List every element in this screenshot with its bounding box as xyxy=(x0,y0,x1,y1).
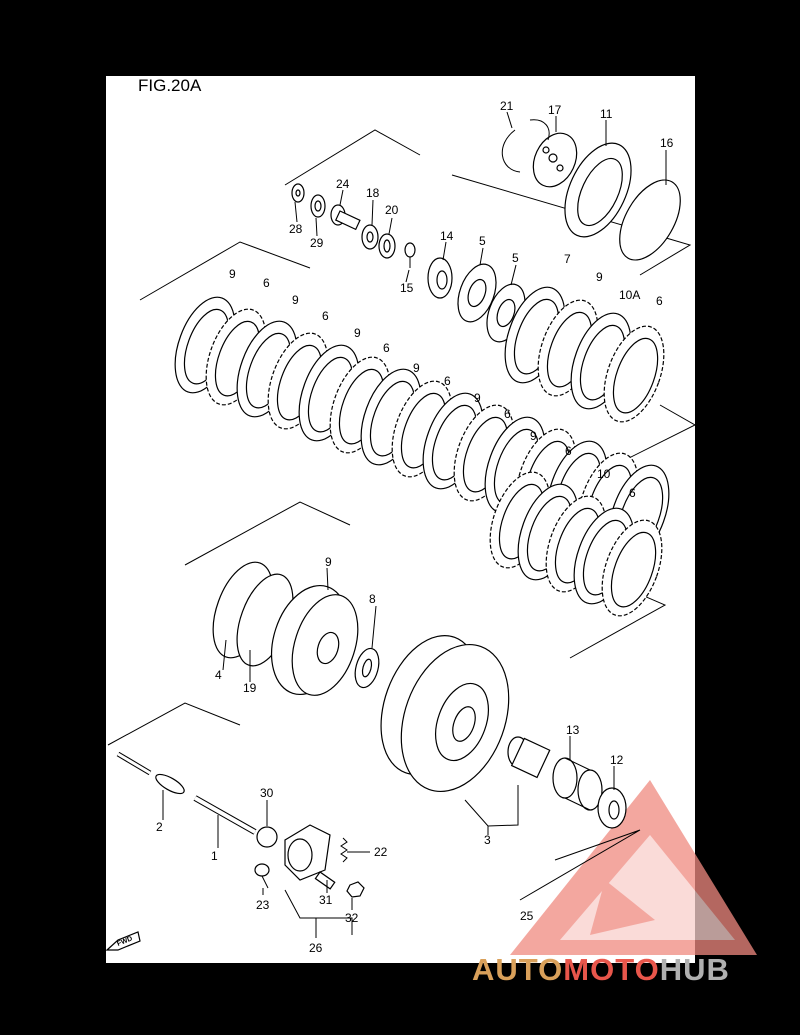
ref-label-30: 30 xyxy=(260,786,274,800)
ref-label-29: 29 xyxy=(310,236,324,250)
ref-label-19: 19 xyxy=(243,681,257,695)
part-20-washer xyxy=(378,233,396,259)
ref-label-2: 2 xyxy=(156,820,163,834)
ref-label-9: 9 xyxy=(292,293,299,307)
ref-label-8: 8 xyxy=(369,592,376,606)
part-spacer-sleeve xyxy=(507,736,551,779)
part-25-release-arm xyxy=(284,824,331,881)
watermark-wordmark: AUTOMOTOHUB xyxy=(472,952,730,988)
part-5-spring-washer xyxy=(457,263,497,323)
ref-label-22: 22 xyxy=(374,845,388,859)
ref-label-28: 28 xyxy=(289,222,303,236)
ref-label-5: 5 xyxy=(479,234,486,248)
ref-label-13: 13 xyxy=(566,723,580,737)
part-32-bolt xyxy=(254,863,270,889)
watermark-word-2: MOTO xyxy=(563,952,660,987)
part-31-spring xyxy=(340,837,348,863)
part-18-nut xyxy=(361,224,379,250)
ref-label-4: 4 xyxy=(215,668,222,682)
ref-label-16: 16 xyxy=(660,136,674,150)
part-26-stud xyxy=(314,871,336,890)
ref-label-21: 21 xyxy=(500,99,514,113)
part-4-pressure-plate xyxy=(271,584,359,696)
ref-label-extra: 25 xyxy=(520,909,534,923)
ref-label-3: 3 xyxy=(484,833,491,847)
ref-label-23: 23 xyxy=(256,898,270,912)
ref-label-6: 6 xyxy=(504,407,511,421)
ref-label-17: 17 xyxy=(548,103,562,117)
figure-title: FIG.20A xyxy=(138,76,202,95)
ref-label-6: 6 xyxy=(656,294,663,308)
ref-label-9: 9 xyxy=(596,270,603,284)
ref-label-18: 18 xyxy=(366,186,380,200)
part-28-washer xyxy=(291,183,305,203)
part-19-washer xyxy=(354,647,380,689)
part-2-thrust-washer xyxy=(597,787,627,829)
ref-label-9: 9 xyxy=(354,326,361,340)
part-11-bearing xyxy=(564,142,632,238)
part-23-pushrod xyxy=(193,795,257,835)
ref-label-9: 9 xyxy=(474,391,481,405)
ref-label-31: 31 xyxy=(319,893,333,907)
ref-label-6: 6 xyxy=(629,486,636,500)
part-21-circlip xyxy=(501,129,521,173)
part-14-sleeve-hub xyxy=(427,257,453,299)
ref-label-6: 6 xyxy=(263,276,270,290)
part-17-retainer xyxy=(529,119,578,188)
watermark-logo xyxy=(510,780,757,955)
ref-label-20: 20 xyxy=(385,203,399,217)
ref-label-10a: 10A xyxy=(619,288,640,302)
ref-label-9: 9 xyxy=(413,361,420,375)
part-30-oil-seal xyxy=(256,826,278,848)
ref-label-9: 9 xyxy=(325,555,332,569)
steel-plate xyxy=(174,296,236,394)
part-24-bolt xyxy=(330,204,361,231)
part-29-washer xyxy=(310,194,326,218)
ref-label-32: 32 xyxy=(345,911,359,925)
ref-label-14: 14 xyxy=(440,229,454,243)
clutch-plate-stack xyxy=(174,286,670,617)
ref-label-9: 9 xyxy=(530,429,537,443)
ref-label-6: 6 xyxy=(444,374,451,388)
friction-plate xyxy=(601,519,663,617)
ref-label-9: 9 xyxy=(229,267,236,281)
part-3-needle-bearing xyxy=(552,757,603,811)
ref-label-15: 15 xyxy=(400,281,414,295)
ref-label-1: 1 xyxy=(211,849,218,863)
part-22-pushrod xyxy=(116,751,185,795)
part-15-bolt xyxy=(404,242,416,268)
watermark-word-1: AUTO xyxy=(472,952,564,987)
friction-plate xyxy=(603,325,665,423)
ref-label-26: 26 xyxy=(309,941,323,955)
ref-label-6: 6 xyxy=(565,444,572,458)
ref-label-7: 7 xyxy=(564,252,571,266)
fwd-direction-mark: FWD xyxy=(105,931,141,951)
leader-lines xyxy=(162,111,667,938)
ref-label-6: 6 xyxy=(383,341,390,355)
ref-label-24: 24 xyxy=(336,177,350,191)
ref-label-12: 12 xyxy=(610,753,624,767)
part-16-cover-plate xyxy=(619,179,681,261)
ref-label-10: 10 xyxy=(597,467,611,481)
ref-label-11: 11 xyxy=(600,107,613,121)
ref-label-5: 5 xyxy=(512,251,519,265)
ref-label-6: 6 xyxy=(322,309,329,323)
part-1-clutch-housing xyxy=(380,635,510,793)
part-27-nut xyxy=(346,881,365,898)
watermark-word-3: HUB xyxy=(659,952,730,987)
